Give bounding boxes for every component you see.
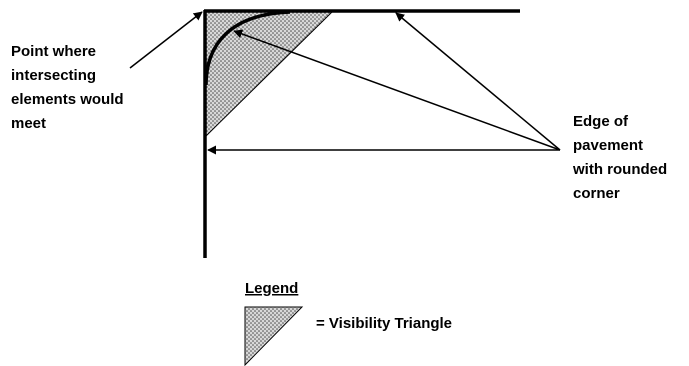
visibility-triangle — [205, 11, 334, 138]
meeting-point-arrow — [129, 11, 203, 69]
pavement-arrow-top — [395, 12, 561, 151]
meeting-point-label: Point where intersecting elements would … — [11, 43, 128, 132]
pavement-edge-label: Edge of pavement with rounded corner — [572, 113, 671, 202]
rounded-pavement-corner — [204, 10, 291, 86]
legend-title: Legend — [245, 280, 298, 297]
pavement-arrow-curve — [233, 29, 561, 151]
legend-swatch-visibility-triangle — [244, 306, 304, 366]
legend-item-label: = Visibility Triangle — [316, 315, 452, 332]
